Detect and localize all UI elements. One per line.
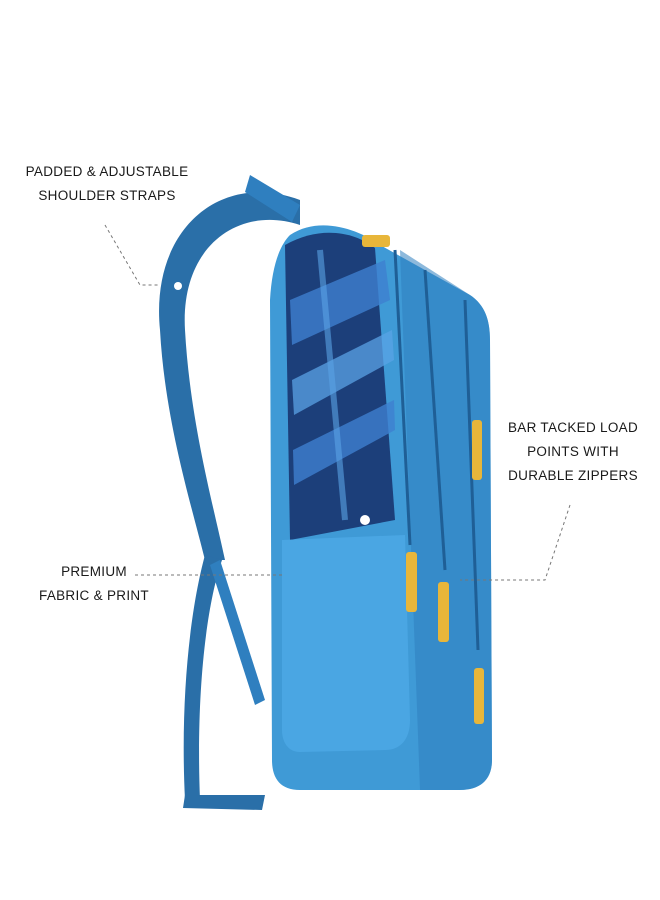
- label-shoulder-straps-line2: SHOULDER STRAPS: [38, 188, 176, 203]
- label-zippers-line1: BAR TACKED LOAD: [507, 420, 639, 435]
- shoulder-strap: [159, 175, 300, 810]
- printed-panel: [285, 232, 395, 541]
- side-pocket: [282, 535, 410, 752]
- label-fabric-print-line2: FABRIC & PRINT: [39, 588, 149, 603]
- label-zippers-line2: POINTS WITH: [527, 444, 619, 459]
- label-zippers: BAR TACKED LOAD POINTS WITH DURABLE ZIPP…: [498, 416, 648, 488]
- label-shoulder-straps: PADDED & ADJUSTABLE SHOULDER STRAPS: [22, 160, 192, 208]
- label-shoulder-straps-line1: PADDED & ADJUSTABLE: [25, 164, 189, 179]
- zipper-pulls: [362, 235, 484, 724]
- zipper-lines: [393, 249, 480, 651]
- callout-lines: [104, 224, 571, 581]
- label-fabric-print-line1: PREMIUM: [61, 564, 127, 579]
- label-zippers-line3: DURABLE ZIPPERS: [508, 468, 638, 483]
- label-fabric-print: PREMIUM FABRIC & PRINT: [30, 560, 158, 608]
